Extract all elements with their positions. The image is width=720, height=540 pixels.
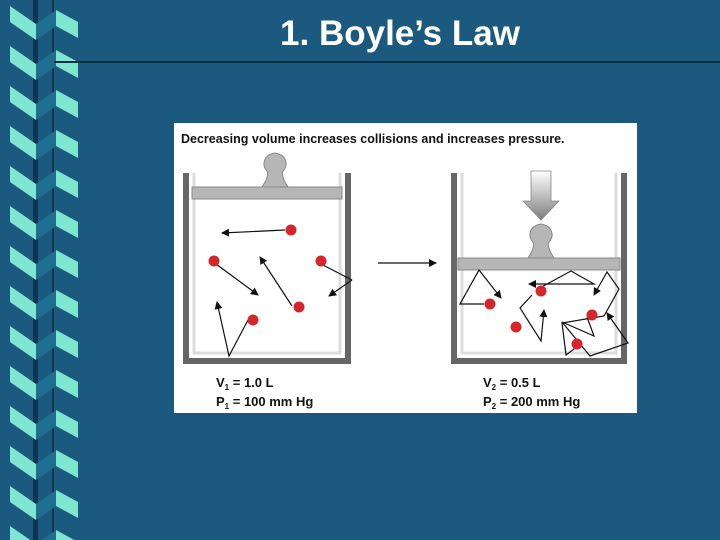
molecule xyxy=(285,224,297,236)
ribbon-fold xyxy=(36,210,56,240)
ribbon-band-left xyxy=(10,286,36,320)
ribbon-fold xyxy=(36,50,56,80)
molecule xyxy=(208,255,220,267)
right-piston-handle xyxy=(527,223,555,259)
left-molecule-paths xyxy=(214,228,353,358)
ribbon-fold xyxy=(36,450,56,480)
ribbon-fold xyxy=(36,170,56,200)
ribbon-band-left xyxy=(10,446,36,480)
right-piston-plate xyxy=(457,257,621,271)
ribbon-band-right xyxy=(56,450,78,478)
ribbon-fold xyxy=(36,370,56,400)
ribbon-fold xyxy=(41,530,56,540)
slide-title: 1. Boyle’s Law xyxy=(280,14,520,53)
left-container xyxy=(183,152,351,364)
right-volume-label: V2 = 0.5 L xyxy=(483,375,541,392)
molecule xyxy=(586,309,598,321)
ribbon-band-left xyxy=(10,126,36,160)
ribbon-fold xyxy=(36,410,56,440)
right-container xyxy=(451,170,627,364)
ribbon-band-right xyxy=(56,330,78,358)
ribbon-fold xyxy=(36,250,56,280)
left-piston-handle xyxy=(261,152,289,188)
ribbon-band-right xyxy=(56,10,78,38)
ribbon-band-left xyxy=(10,166,36,200)
ribbon-band-left xyxy=(10,206,36,240)
ribbon-band-right xyxy=(56,170,78,198)
title-underline xyxy=(54,61,720,63)
left-molecules xyxy=(208,224,327,326)
ribbon-band-left xyxy=(10,246,36,280)
ribbon-band-right xyxy=(56,50,78,78)
boyles-law-diagram: Decreasing volume increases collisions a… xyxy=(174,123,637,413)
left-pressure-label: P1 = 100 mm Hg xyxy=(216,394,313,411)
ribbon-fold xyxy=(36,490,56,520)
ribbon-band-right xyxy=(56,130,78,158)
ribbon-band-left xyxy=(10,326,36,360)
ribbon-band-right xyxy=(56,530,75,540)
ribbon-band-right xyxy=(56,290,78,318)
ribbon-band-left xyxy=(10,6,36,40)
ribbon-band-right xyxy=(56,370,78,398)
left-volume-label: V1 = 1.0 L xyxy=(216,375,274,392)
ribbon-band-right xyxy=(56,210,78,238)
diagram-caption: Decreasing volume increases collisions a… xyxy=(181,132,565,146)
molecule xyxy=(293,301,305,313)
ribbon-band-left xyxy=(10,366,36,400)
compression-arrow-icon xyxy=(522,170,560,221)
ribbon-band-left xyxy=(10,526,31,540)
ribbon-band-left xyxy=(10,86,36,120)
ribbon-band-right xyxy=(56,250,78,278)
ribbon-fold xyxy=(36,130,56,160)
decorative-ribbon xyxy=(10,0,78,540)
ribbon-band-right xyxy=(56,90,78,118)
ribbon-band-left xyxy=(10,46,36,80)
ribbon-fold xyxy=(36,290,56,320)
right-pressure-label: P2 = 200 mm Hg xyxy=(483,394,580,411)
right-molecule-paths xyxy=(458,268,629,357)
molecule xyxy=(510,321,522,333)
ribbon-fold xyxy=(36,90,56,120)
molecule xyxy=(484,298,496,310)
ribbon-band-right xyxy=(56,410,78,438)
molecule xyxy=(535,285,547,297)
molecule xyxy=(571,338,583,350)
left-piston-plate xyxy=(191,186,343,200)
ribbon-band-left xyxy=(10,486,36,520)
ribbon-band-left xyxy=(10,406,36,440)
ribbon-band-right xyxy=(56,490,78,518)
ribbon-fold xyxy=(36,330,56,360)
molecule xyxy=(315,255,327,267)
ribbon-fold xyxy=(36,10,56,40)
molecule xyxy=(247,314,259,326)
right-molecules xyxy=(484,285,598,350)
